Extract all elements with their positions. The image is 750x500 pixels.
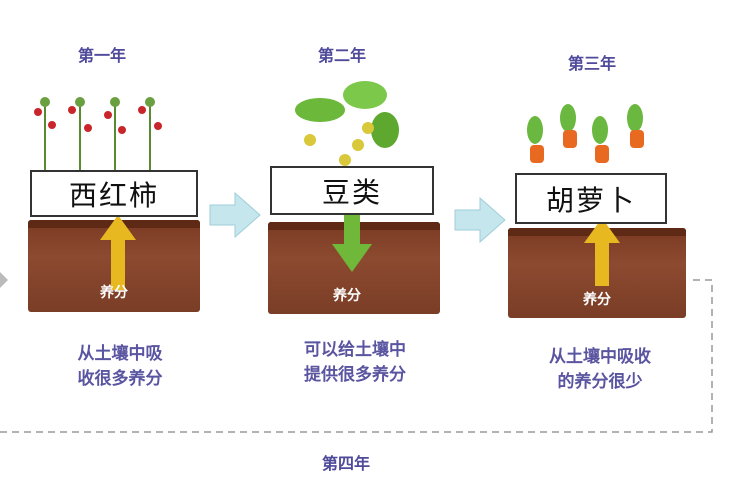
crop-desc-1: 从土壤中吸收很多养分 — [40, 342, 200, 392]
desc-line: 收很多养分 — [77, 369, 163, 389]
year-4-label: 第四年 — [322, 454, 371, 473]
desc-line: 从土壤中吸收 — [549, 347, 651, 367]
flow-arrow-2 — [454, 196, 506, 244]
arrow-up-icon — [100, 215, 136, 290]
crop-label-carrot: 胡萝卜 — [515, 173, 667, 224]
nutrient-label-2: 养分 — [333, 288, 361, 304]
carrot-plants-icon — [527, 104, 644, 163]
flow-arrow-1 — [209, 191, 261, 239]
crop-label-tomato: 西红柿 — [30, 170, 198, 217]
tomato-plants-icon — [34, 97, 162, 170]
desc-line: 可以给土壤中 — [304, 340, 406, 360]
arrow-down-icon — [332, 212, 372, 272]
desc-line: 提供很多养分 — [304, 365, 406, 385]
crop-label-beans: 豆类 — [270, 166, 434, 215]
year-3-label: 第三年 — [568, 54, 617, 73]
arrow-up-icon — [584, 218, 620, 286]
year-2-label: 第二年 — [318, 46, 367, 65]
left-edge-arrow — [0, 272, 8, 288]
desc-line: 的养分很少 — [557, 372, 643, 392]
nutrient-label-1: 养分 — [100, 285, 128, 301]
crop-desc-3: 从土壤中吸收的养分很少 — [520, 345, 680, 395]
nutrient-label-3: 养分 — [583, 292, 611, 308]
crop-desc-2: 可以给土壤中提供很多养分 — [275, 338, 435, 388]
desc-line: 从土壤中吸 — [77, 344, 163, 364]
year-1-label: 第一年 — [78, 46, 127, 65]
bean-plant-icon — [295, 81, 399, 166]
